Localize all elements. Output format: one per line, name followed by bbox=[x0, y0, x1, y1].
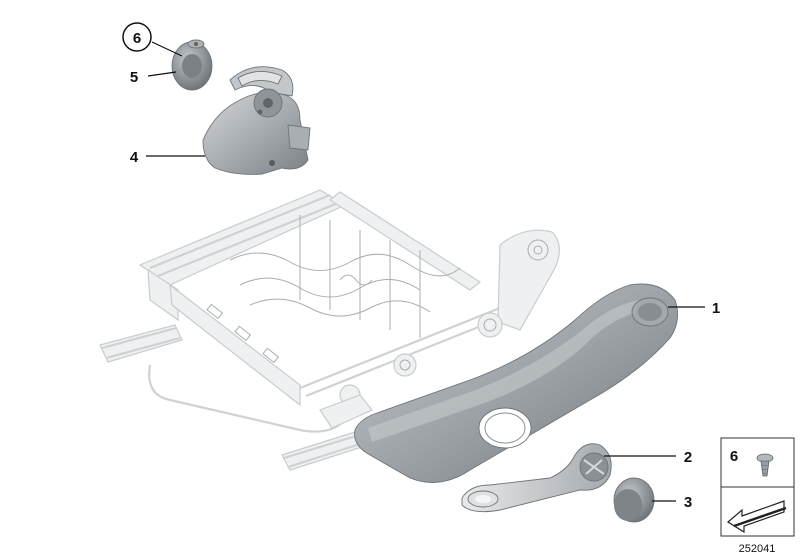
callout-5: 5 bbox=[130, 69, 138, 86]
screw-icon bbox=[756, 453, 774, 477]
callout-1: 1 bbox=[712, 300, 720, 317]
seat-frame bbox=[99, 189, 560, 471]
callout-2: 2 bbox=[684, 449, 692, 466]
leader-lines bbox=[146, 41, 705, 502]
small-cap-part-5 bbox=[171, 39, 213, 91]
callout-3: 3 bbox=[684, 494, 692, 511]
diagram-number: 252041 bbox=[739, 543, 776, 555]
direction-arrow-icon bbox=[726, 500, 787, 534]
side-trim-panel-part-1 bbox=[354, 283, 679, 483]
callout-6: 6 bbox=[133, 30, 141, 47]
callout-labels: 6 5 4 1 2 3 bbox=[122, 22, 720, 511]
cover-cap-part-3 bbox=[613, 477, 655, 523]
inset-panel: 6 bbox=[720, 437, 795, 537]
inset-label-6: 6 bbox=[730, 448, 738, 465]
callout-4: 4 bbox=[130, 149, 139, 166]
handle-part-2 bbox=[461, 443, 612, 513]
callout-6-ring bbox=[122, 22, 152, 52]
recline-cover-part-4 bbox=[202, 66, 311, 175]
